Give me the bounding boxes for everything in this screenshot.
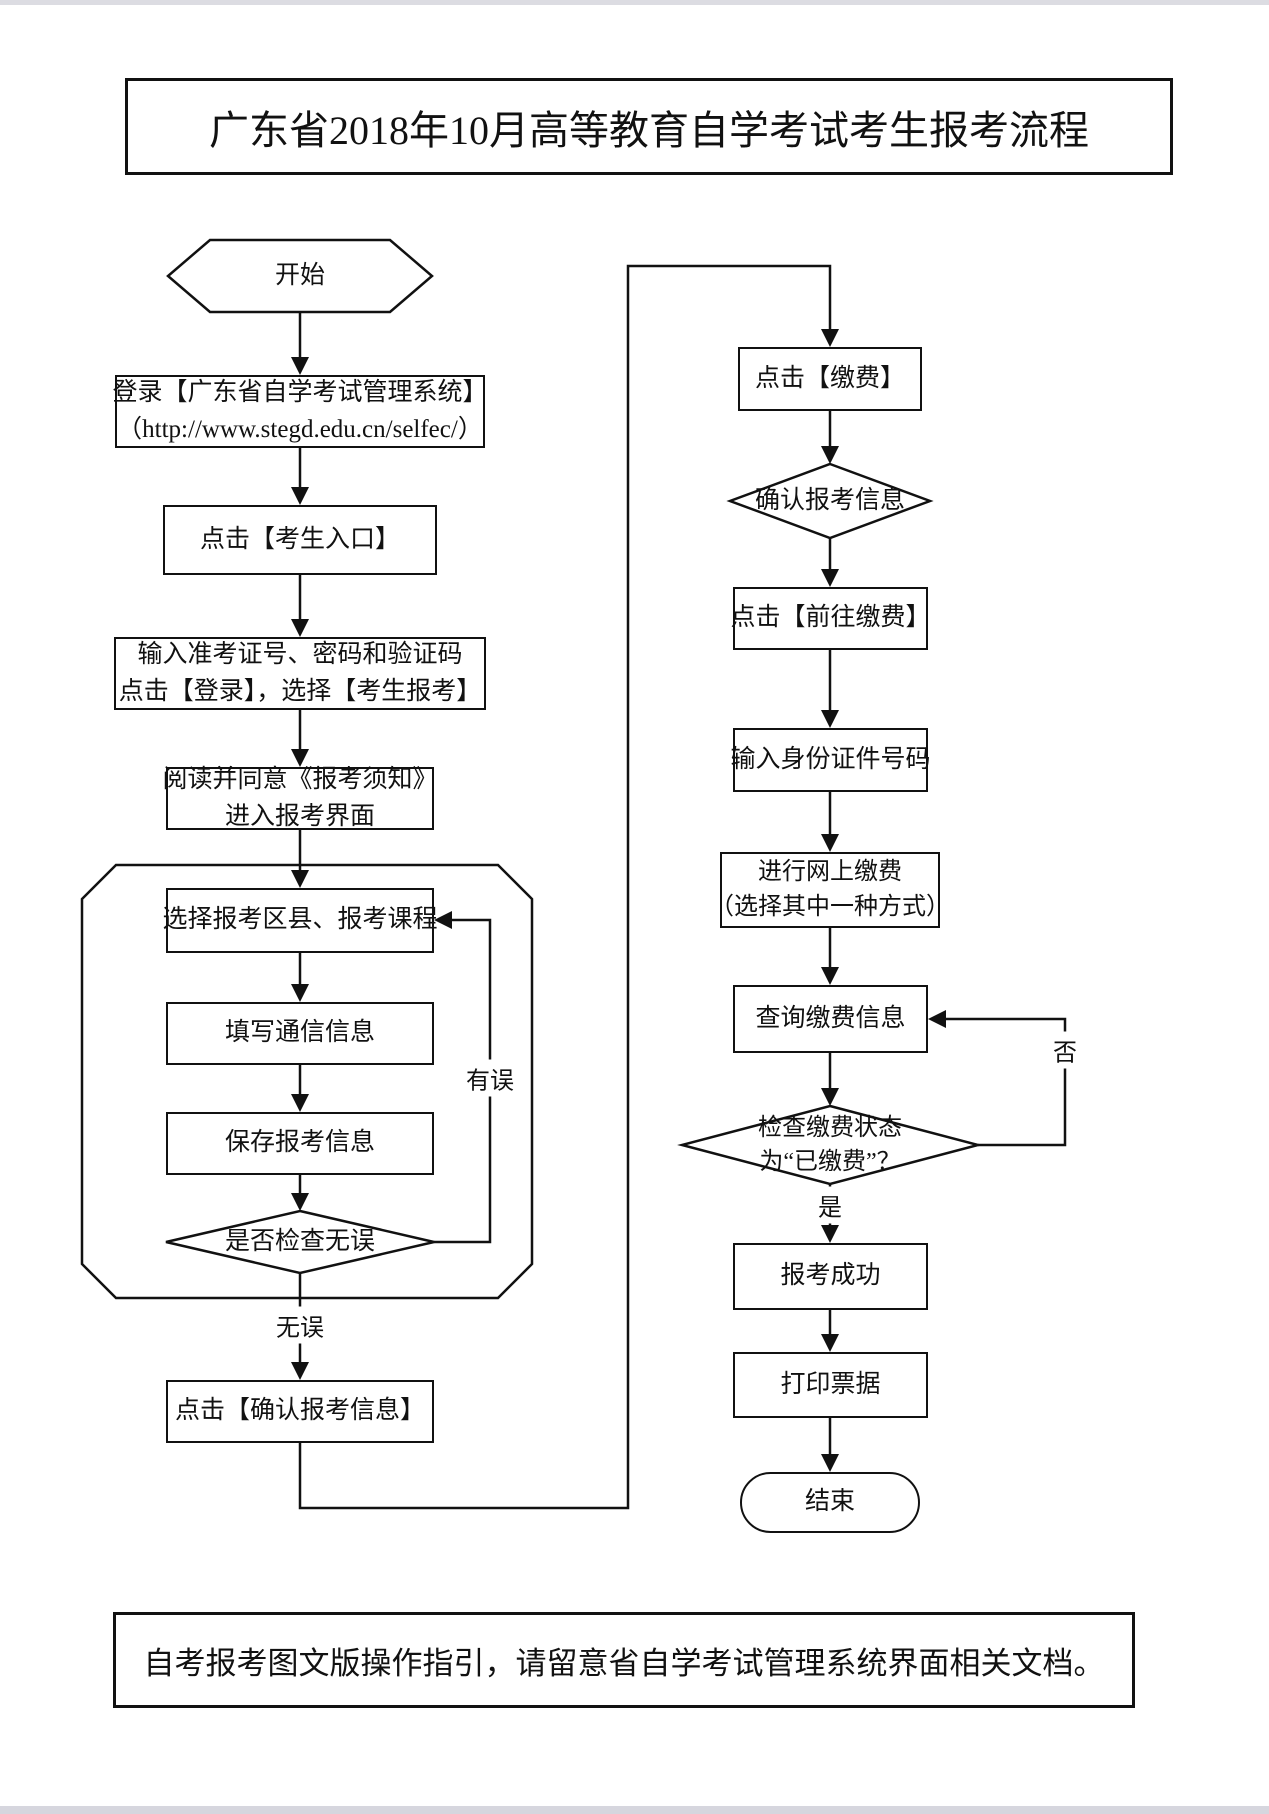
label-no: 否 — [1050, 1031, 1080, 1069]
arrowhead — [821, 1454, 839, 1472]
node-confirm-info: 点击【确认报考信息】 — [166, 1380, 434, 1443]
decision-confirm-pay-info: 确认报考信息 — [730, 464, 930, 538]
label-has-error: 有误 — [463, 1059, 517, 1097]
check-pay-diamond-shape — [677, 1104, 983, 1186]
node-start: 开始 — [168, 240, 432, 312]
arrowhead — [821, 710, 839, 728]
node-enter-id-label: 输入身份证件号码 — [730, 745, 931, 773]
arrowhead — [928, 1010, 946, 1028]
arrowhead — [291, 749, 309, 767]
node-fill-contact-label: 填写通信信息 — [224, 1019, 375, 1047]
node-print-receipt-label: 打印票据 — [780, 1370, 881, 1398]
node-query-pay: 查询缴费信息 — [733, 985, 928, 1053]
node-click-pay-label: 点击【缴费】 — [754, 364, 905, 392]
confirm-pay-diamond-shape — [726, 462, 934, 540]
title-box: 广东省2018年10月高等教育自学考试考生报考流程 — [125, 78, 1173, 175]
node-save-info: 保存报考信息 — [166, 1112, 434, 1175]
node-login: 登录【广东省自学考试管理系统】 （http://www.stegd.edu.cn… — [112, 375, 488, 448]
node-print-receipt: 打印票据 — [733, 1352, 928, 1418]
arrowhead — [821, 329, 839, 347]
decision-check-correct-label: 是否检查无误 — [224, 1228, 375, 1256]
footer-note: 自考报考图文版操作指引，请留意省自学考试管理系统界面相关文档。 — [143, 1645, 1105, 1681]
node-confirm-info-label: 点击【确认报考信息】 — [174, 1397, 425, 1425]
node-success: 报考成功 — [733, 1243, 928, 1310]
node-online-pay-line2: （选择其中一种方式） — [710, 894, 950, 920]
arrowhead — [291, 1362, 309, 1380]
node-click-pay: 点击【缴费】 — [738, 347, 922, 411]
column-connector-line — [298, 264, 832, 1510]
node-credentials: 输入准考证号、密码和验证码 点击【登录】，选择【考生报考】 — [114, 637, 486, 710]
page-title: 广东省2018年10月高等教育自学考试考生报考流程 — [209, 107, 1089, 153]
check-correct-diamond-shape — [165, 1209, 435, 1275]
label-yes: 是 — [815, 1186, 845, 1224]
arrowhead — [291, 870, 309, 888]
arrowhead — [821, 967, 839, 985]
arrowhead — [291, 1193, 309, 1211]
label-no-error: 无误 — [273, 1306, 327, 1344]
arrowhead — [821, 1334, 839, 1352]
arrowhead — [434, 911, 452, 929]
node-credentials-line1: 输入准考证号、密码和验证码 — [137, 641, 463, 669]
arrowhead — [291, 1094, 309, 1112]
node-notice: 阅读并同意《报考须知》 进入报考界面 — [163, 766, 438, 830]
node-notice-line2: 进入报考界面 — [224, 802, 375, 830]
node-success-label: 报考成功 — [780, 1262, 881, 1290]
loop-container-shape — [80, 863, 534, 1300]
node-login-url: （http://www.stegd.edu.cn/selfec/） — [117, 415, 483, 443]
node-end: 结束 — [740, 1472, 920, 1533]
decision-check-correct: 是否检查无误 — [166, 1211, 434, 1273]
page-bottom-edge — [0, 1806, 1269, 1814]
node-save-info-label: 保存报考信息 — [224, 1129, 375, 1157]
decision-check-pay-line1: 检查缴费状态 — [758, 1114, 902, 1141]
node-go-pay-label: 点击【前往缴费】 — [730, 604, 931, 632]
node-query-pay-label: 查询缴费信息 — [755, 1004, 906, 1032]
footer-note-box: 自考报考图文版操作指引，请留意省自学考试管理系统界面相关文档。 — [113, 1612, 1135, 1708]
node-enter-id: 输入身份证件号码 — [730, 728, 931, 792]
node-notice-line1: 阅读并同意《报考须知》 — [162, 766, 438, 794]
arrowhead — [291, 357, 309, 375]
arrowhead — [291, 487, 309, 505]
arrowhead — [821, 569, 839, 587]
arrowhead — [821, 446, 839, 464]
node-select-area-course: 选择报考区县、报考课程 — [163, 888, 438, 953]
node-online-pay: 进行网上缴费 （选择其中一种方式） — [710, 852, 950, 928]
node-online-pay-line1: 进行网上缴费 — [758, 859, 902, 886]
arrowhead — [291, 619, 309, 637]
node-credentials-line2: 点击【登录】，选择【考生报考】 — [118, 677, 482, 705]
decision-confirm-pay-info-label: 确认报考信息 — [754, 487, 905, 515]
decision-check-pay-line2: 为“已缴费”？ — [759, 1149, 901, 1175]
node-login-line1: 登录【广东省自学考试管理系统】 — [112, 379, 488, 407]
node-end-label: 结束 — [804, 1488, 855, 1516]
start-hexagon-shape — [166, 238, 434, 314]
node-select-area-course-label: 选择报考区县、报考课程 — [162, 906, 438, 934]
arrowhead — [821, 1088, 839, 1106]
node-go-pay: 点击【前往缴费】 — [730, 587, 931, 650]
node-candidate-entry-label: 点击【考生入口】 — [199, 525, 400, 553]
decision-check-pay-status: 检查缴费状态 为“已缴费”？ — [682, 1106, 978, 1184]
arrowhead — [291, 984, 309, 1002]
node-candidate-entry: 点击【考生入口】 — [163, 505, 437, 575]
notpaid-feedback-line — [946, 1017, 1067, 1147]
arrowhead — [821, 834, 839, 852]
page-top-edge — [0, 0, 1269, 5]
node-fill-contact: 填写通信信息 — [166, 1002, 434, 1065]
node-start-label: 开始 — [274, 262, 325, 290]
arrowhead — [821, 1225, 839, 1243]
